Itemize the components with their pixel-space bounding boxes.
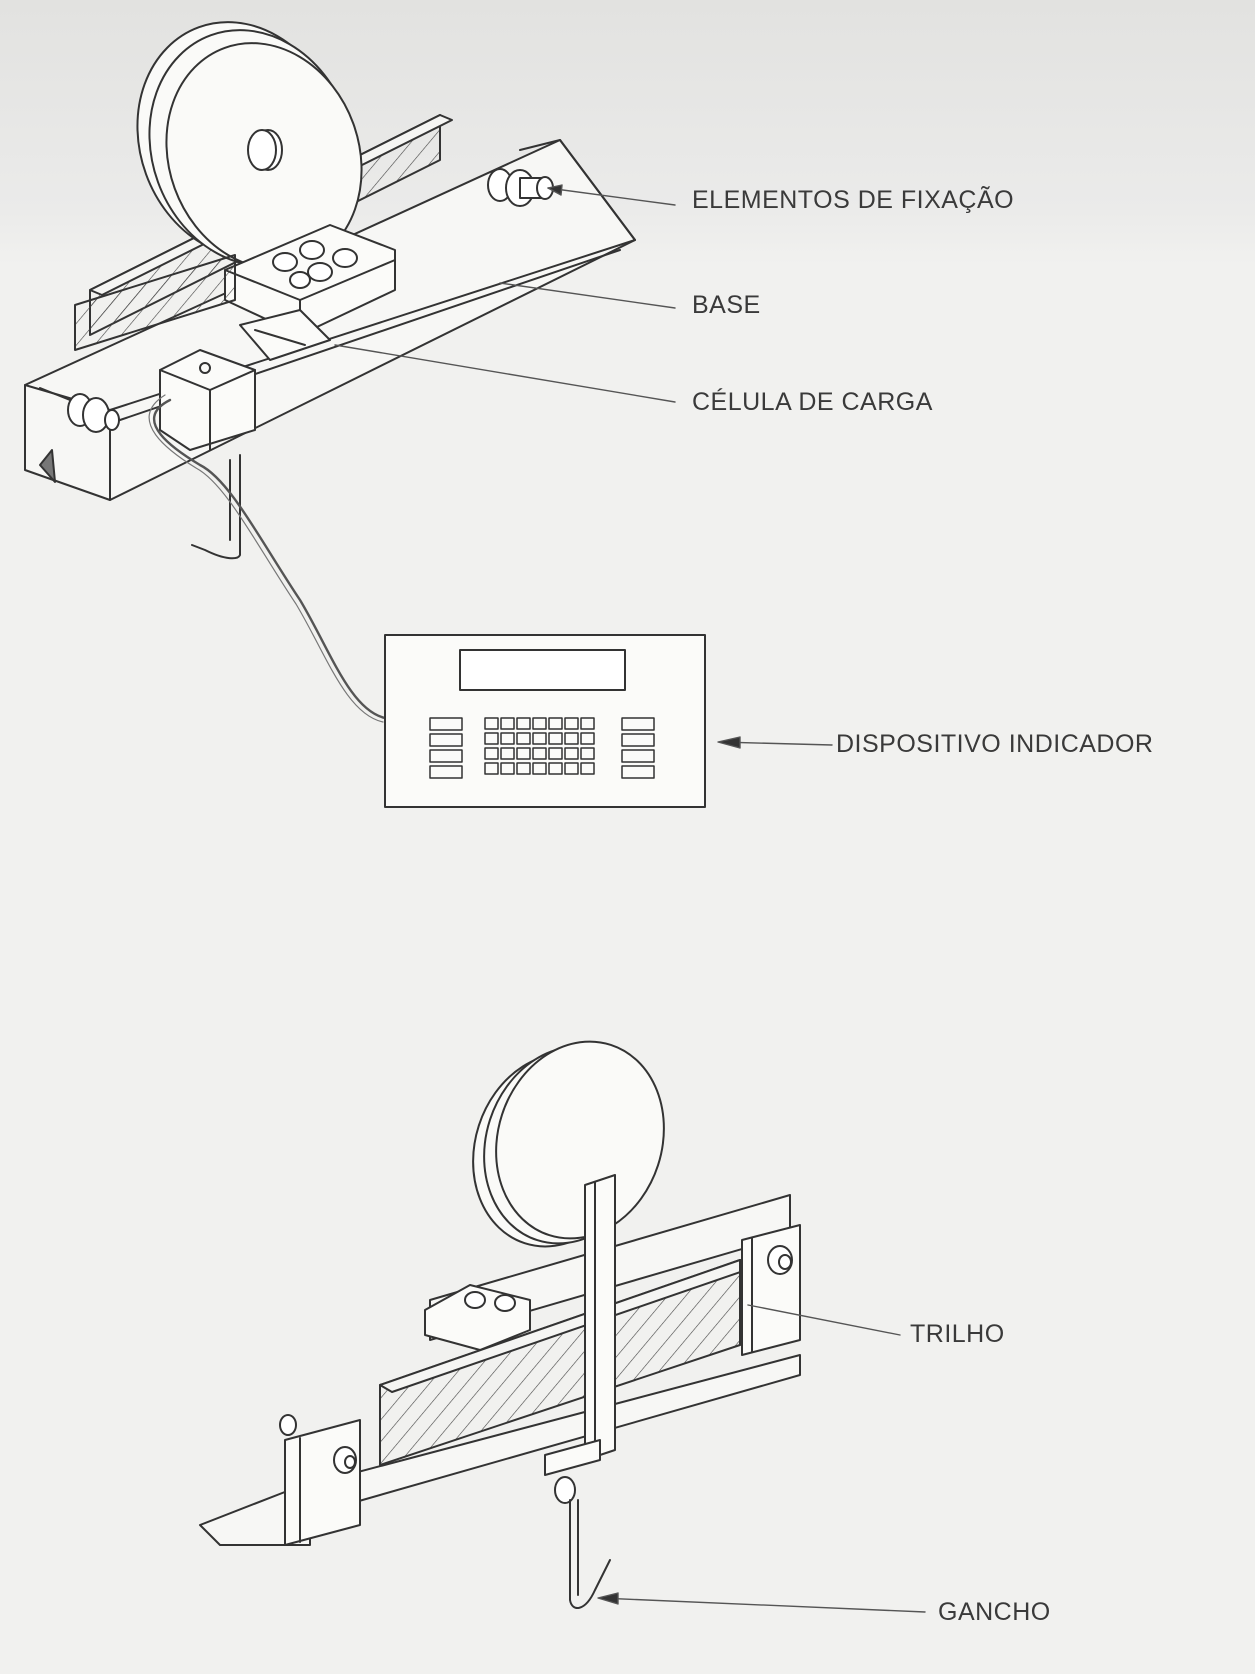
load-cell-label: CÉLULA DE CARGA <box>692 388 933 416</box>
rail-label: TRILHO <box>910 1320 1005 1348</box>
bottom-support-block <box>424 1284 531 1351</box>
top-base-plate <box>224 224 396 336</box>
bottom-base-frame <box>199 1354 801 1546</box>
top-fixing-bolt-right <box>487 168 554 207</box>
fixing-elements-label: ELEMENTOS DE FIXAÇÃO <box>692 186 1015 214</box>
leader-base <box>499 282 676 309</box>
leader-load-cell <box>334 344 676 403</box>
top-pulley-wheel <box>136 21 363 270</box>
hook-label: GANCHO <box>938 1598 1051 1626</box>
top-load-cell-block <box>159 309 331 451</box>
top-rail-front <box>74 254 236 351</box>
indicator-display <box>459 649 626 691</box>
top-assembly <box>24 21 636 723</box>
leader-hook <box>599 1597 926 1613</box>
indicator-keypad <box>429 717 655 779</box>
top-fixing-bolt-left <box>67 393 120 433</box>
bottom-assembly <box>199 1040 801 1609</box>
bottom-hook-bar <box>544 1174 616 1609</box>
leader-fixing <box>547 187 676 206</box>
indicator-device-label: DISPOSITIVO INDICADOR <box>836 730 1154 758</box>
bottom-bracket-right <box>741 1224 801 1356</box>
base-label: BASE <box>692 291 761 319</box>
leader-lines <box>334 184 926 1613</box>
bottom-pulley-wheel <box>472 1040 665 1248</box>
top-hook <box>191 454 241 560</box>
top-cable <box>153 398 387 720</box>
indicator-device <box>384 634 706 808</box>
leader-rail <box>747 1304 901 1336</box>
